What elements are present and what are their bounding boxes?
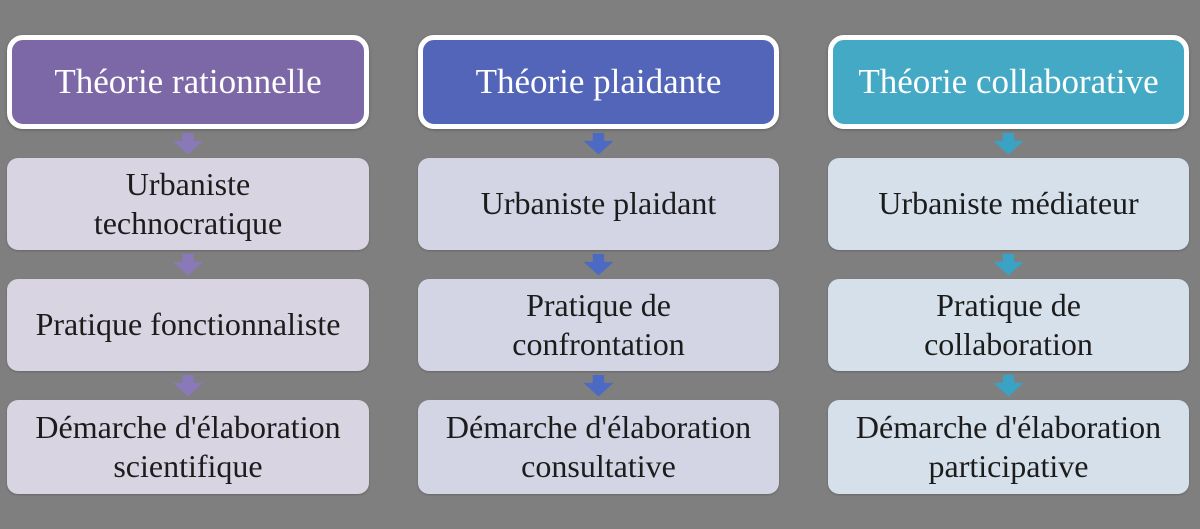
item-box-urbaniste-plaidant: Urbaniste plaidant <box>418 158 779 250</box>
arrow-slot <box>418 250 779 279</box>
item-box-pratique-fonctionnaliste: Pratique fonctionnaliste <box>7 279 369 371</box>
item-box-urbaniste-technocratique: Urbaniste technocratique <box>7 158 369 250</box>
item-box-urbaniste-mediateur: Urbaniste médiateur <box>828 158 1189 250</box>
down-arrow-icon <box>993 253 1024 276</box>
down-arrow-icon <box>583 374 614 397</box>
arrow-slot <box>828 129 1189 158</box>
item-box-pratique-confrontation: Pratique de confrontation <box>418 279 779 371</box>
down-arrow-icon <box>993 374 1024 397</box>
down-arrow-icon <box>173 132 203 155</box>
theory-header-collaborative: Théorie collaborative <box>828 35 1189 129</box>
item-box-demarche-scientifique: Démarche d'élaboration scientifique <box>7 400 369 494</box>
item-box-demarche-consultative: Démarche d'élaboration consultative <box>418 400 779 494</box>
down-arrow-icon <box>583 253 614 276</box>
item-box-pratique-collaboration: Pratique de collaboration <box>828 279 1189 371</box>
item-box-demarche-participative: Démarche d'élaboration participative <box>828 400 1189 494</box>
down-arrow-icon <box>583 132 614 155</box>
arrow-slot <box>418 129 779 158</box>
down-arrow-icon <box>993 132 1024 155</box>
arrow-slot <box>418 371 779 400</box>
arrow-slot <box>7 371 369 400</box>
arrow-slot <box>7 250 369 279</box>
arrow-slot <box>828 371 1189 400</box>
column-theorie-collaborative: Théorie collaborative Urbaniste médiateu… <box>828 35 1189 494</box>
theory-header-plaidante: Théorie plaidante <box>418 35 779 129</box>
column-theorie-rationnelle: Théorie rationnelle Urbaniste technocrat… <box>7 35 369 494</box>
down-arrow-icon <box>173 374 203 397</box>
down-arrow-icon <box>173 253 203 276</box>
column-theorie-plaidante: Théorie plaidante Urbaniste plaidant Pra… <box>418 35 779 494</box>
arrow-slot <box>7 129 369 158</box>
arrow-slot <box>828 250 1189 279</box>
theory-header-rationnelle: Théorie rationnelle <box>7 35 369 129</box>
